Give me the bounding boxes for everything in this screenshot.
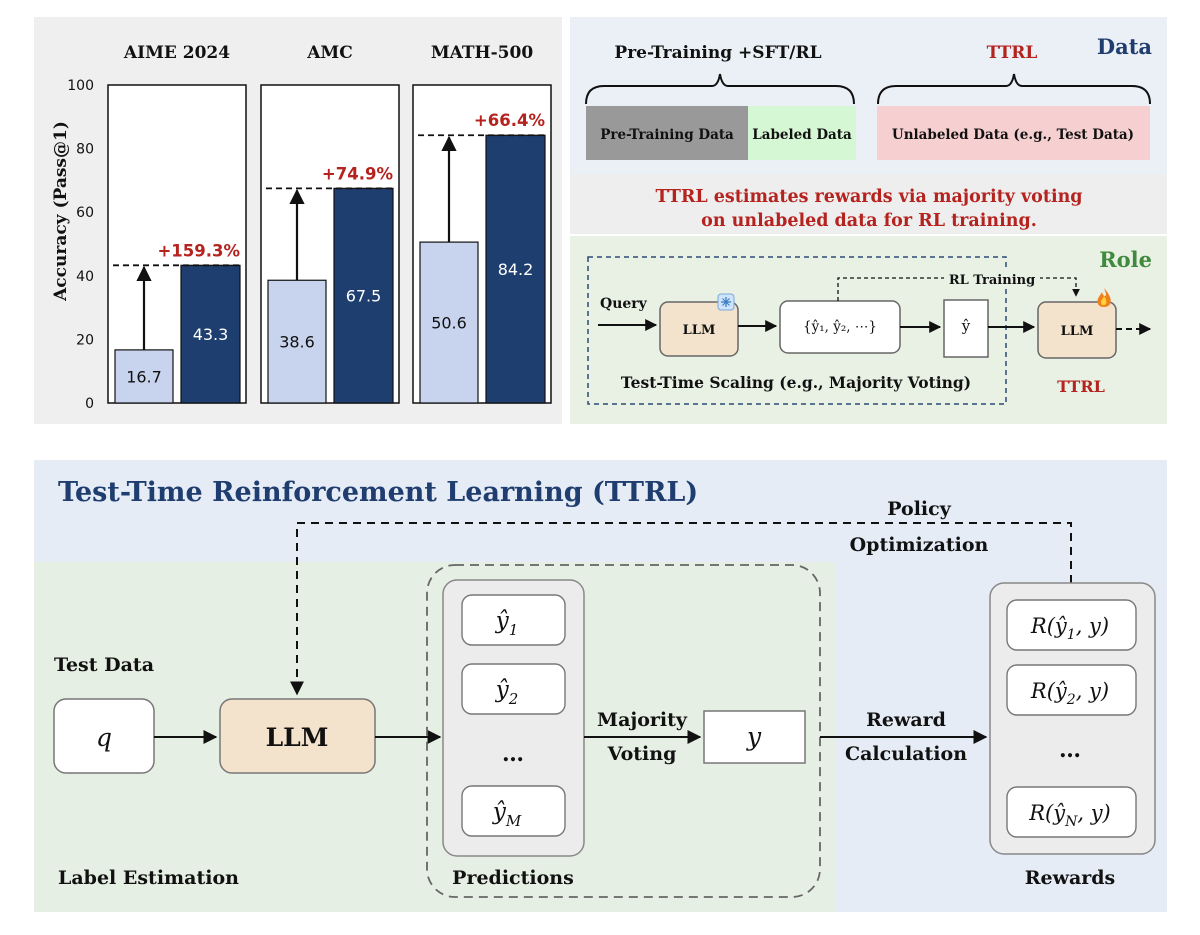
y-tick-label: 60: [76, 205, 94, 221]
pipeline-top-band: [34, 460, 1167, 562]
role-ttrl-label: TTRL: [1057, 377, 1105, 396]
label-estimation-label: Label Estimation: [58, 867, 239, 889]
gain-label: +74.9%: [322, 164, 394, 183]
y-axis-label: Accuracy (Pass@1): [51, 121, 71, 302]
chart-panel-2: AMC 38.6 67.5 +74.9%: [260, 43, 400, 404]
majority-voting-line-2: Voting: [607, 743, 677, 765]
reward-calculation-line-2: Calculation: [845, 743, 967, 765]
right-brace: [877, 73, 1151, 105]
accuracy-chart: Accuracy (Pass@1) 0 20 40 60 80 100 AIME 2024…: [34, 17, 562, 424]
policy-label-line-2: Optimization: [850, 534, 989, 556]
chart-panel-title: MATH-500: [431, 43, 534, 63]
y-tick-label: 0: [85, 396, 94, 412]
reward-item-2: [1006, 664, 1137, 716]
reward-calculation-line-1: Reward: [866, 709, 946, 731]
pretrain-sft-rl-label: Pre-Training +SFT/RL: [614, 43, 821, 63]
majority-voting-line-1: Majority: [597, 709, 688, 731]
reward-ellipsis: …: [1059, 737, 1081, 763]
fire-icon: [1097, 288, 1111, 307]
rewards-container: [989, 582, 1156, 855]
predictions-dashed-region: [426, 564, 821, 898]
ttrl-pipeline-panel: Test-Time Reinforcement Learning (TTRL) …: [34, 460, 1167, 912]
test-data-label: Test Data: [54, 654, 154, 676]
bar-before-value: 50.6: [431, 314, 467, 333]
chart-panels: AIME 2024 16.7 43.3 +159.3% AMC 38.6 67.5 +74.9…: [107, 43, 552, 404]
bar-before-value: 38.6: [279, 333, 315, 352]
role-answer-label: ŷ: [961, 317, 971, 335]
ttrl-statement: TTRL estimates rewards via majority voti…: [570, 174, 1167, 234]
pipeline-title: Test-Time Reinforcement Learning (TTRL): [58, 477, 698, 508]
role-llm-trained-label: LLM: [1061, 324, 1094, 339]
bar-before: [419, 241, 479, 404]
bar-after-value: 84.2: [498, 260, 534, 279]
policy-optimization-feedback-arrow: [290, 522, 1072, 696]
bar-after: [485, 134, 546, 404]
left-brace: [585, 73, 855, 105]
statement-background: [570, 174, 1167, 234]
estimated-label-symbol: y: [746, 722, 762, 751]
bar-after-value: 43.3: [193, 325, 229, 344]
chart-panel-title: AMC: [306, 43, 353, 63]
test-time-scaling-region: [587, 256, 1007, 405]
bar-before: [114, 349, 174, 404]
y-tick-label: 20: [76, 332, 94, 348]
y-tick-label: 100: [67, 78, 94, 94]
reward-items: R(ŷ1, y)R(ŷ2, y)…R(ŷN, y): [1006, 599, 1137, 838]
labeled-data-label: Labeled Data: [752, 127, 852, 143]
reward-item-N: [1006, 786, 1137, 838]
snowflake-icon: [717, 293, 735, 311]
unlabeled-data-box: [877, 106, 1150, 160]
ttrl-data-label: TTRL: [987, 43, 1038, 63]
role-panel: Role Query LLM {ŷ₁, ŷ₂, ⋯} ŷ RL Training…: [570, 236, 1167, 424]
statement-line-1: TTRL estimates rewards via majority voti…: [655, 187, 1082, 207]
chart-panel-3: MATH-500 50.6 84.2 +66.4%: [412, 43, 552, 404]
role-llm-box: [659, 301, 739, 357]
role-answer-box: [943, 299, 989, 358]
pretraining-data-box: [586, 106, 748, 160]
gain-label: +159.3%: [157, 241, 240, 260]
policy-label-line-1: Policy: [887, 498, 951, 520]
reward-item-1: [1006, 599, 1137, 651]
y-axis-ticks: 0 20 40 60 80 100: [67, 78, 94, 412]
role-query-label: Query: [600, 296, 648, 312]
unlabeled-data-label: Unlabeled Data (e.g., Test Data): [892, 127, 1134, 143]
y-tick-label: 40: [76, 269, 94, 285]
prediction-ellipsis: …: [502, 741, 524, 767]
prediction-item-1: [461, 594, 566, 646]
rl-training-label-bg: [944, 270, 1040, 288]
bar-before-value: 16.7: [126, 367, 162, 386]
query-symbol: q: [96, 723, 112, 752]
statement-line-2: on unlabeled data for RL training.: [701, 211, 1037, 231]
gain-label: +66.4%: [474, 111, 546, 130]
pretraining-data-label: Pre-Training Data: [600, 127, 734, 143]
role-llm-label: LLM: [683, 323, 716, 338]
bar-after-value: 67.5: [346, 287, 382, 306]
test-time-scaling-label: Test-Time Scaling (e.g., Majority Voting…: [621, 373, 971, 392]
data-panel-title: Data: [1097, 34, 1153, 59]
bar-before: [267, 279, 327, 404]
bar-after: [333, 187, 394, 404]
labeled-data-box: [748, 106, 856, 160]
bar-after: [180, 264, 241, 404]
prediction-item-2: [461, 663, 566, 715]
y-tick-label: 80: [76, 142, 94, 158]
data-panel: Data Pre-Training +SFT/RL TTRL Pre-Train…: [570, 17, 1167, 174]
prediction-item-M: [461, 785, 566, 837]
predictions-label: Predictions: [452, 867, 574, 889]
role-panel-title: Role: [1099, 247, 1152, 272]
estimated-label-box: [703, 710, 806, 764]
chart-panel-1: AIME 2024 16.7 43.3 +159.3%: [107, 43, 247, 404]
llm-label: LLM: [266, 723, 329, 752]
rewards-label: Rewards: [1025, 867, 1116, 889]
chart-panel-title: AIME 2024: [123, 43, 230, 63]
rl-training-label: RL Training: [949, 273, 1035, 288]
role-predictions-label: {ŷ₁, ŷ₂, ⋯}: [803, 319, 877, 335]
